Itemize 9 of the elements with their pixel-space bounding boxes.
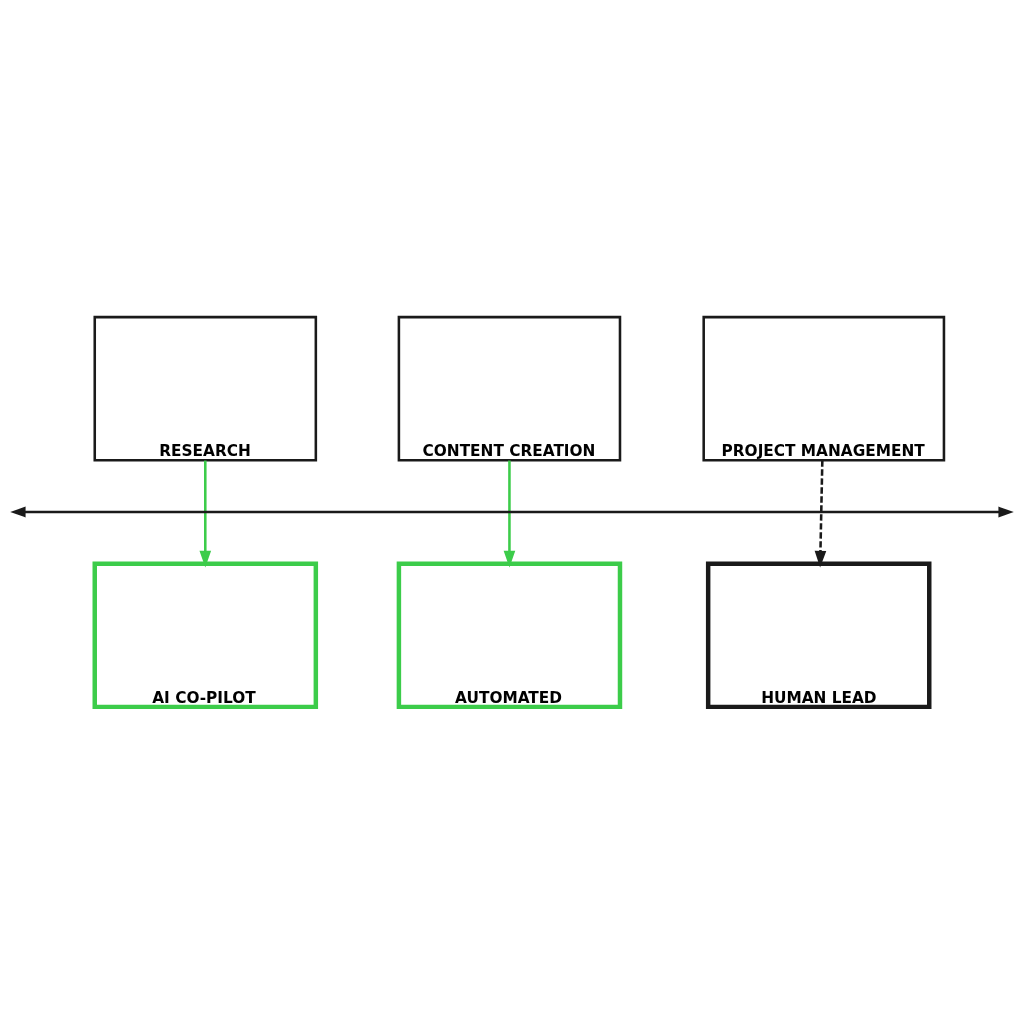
arrow — [503, 460, 516, 568]
arrow — [199, 460, 212, 568]
node-box: PROJECT MANAGEMENT — [702, 315, 946, 462]
arrow — [814, 460, 827, 568]
node-box: HUMAN LEAD — [705, 561, 932, 710]
node-box: RESEARCH — [93, 315, 318, 462]
node-box: AUTOMATED — [396, 561, 623, 710]
node-box: CONTENT CREATION — [397, 315, 622, 462]
node-box: AI CO-PILOT — [92, 561, 319, 710]
